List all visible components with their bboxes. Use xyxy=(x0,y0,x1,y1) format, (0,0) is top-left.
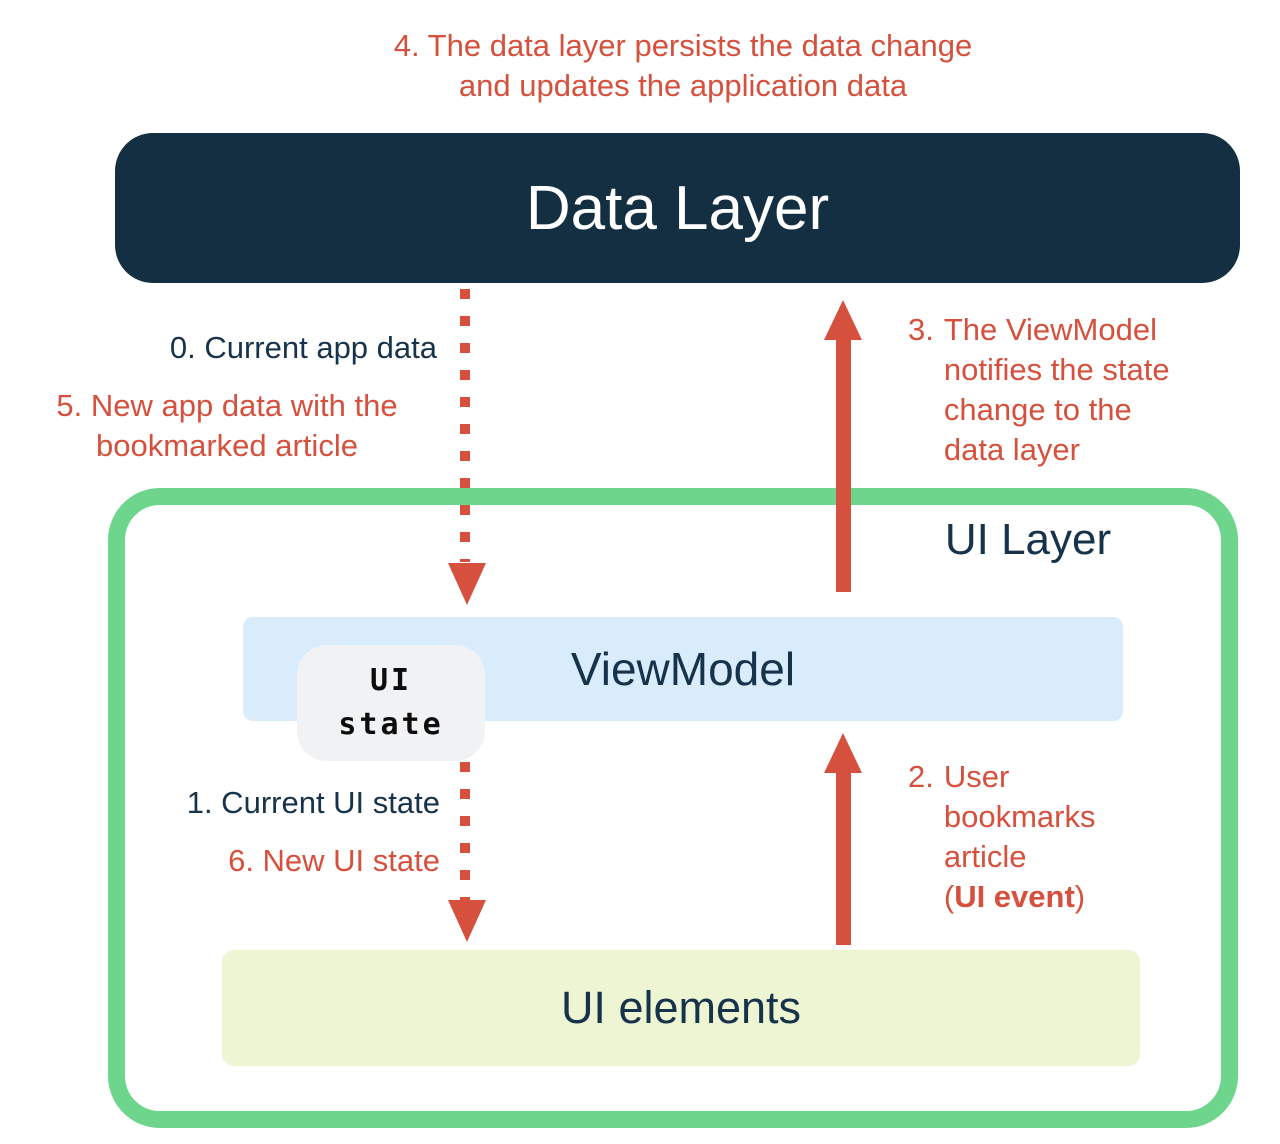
annotation-step3-line4: data layer xyxy=(943,432,1080,467)
arrow-up-head-bottom-icon xyxy=(824,733,862,773)
ui-elements-box: UI elements xyxy=(222,950,1140,1066)
annotation-step2-line1: User xyxy=(943,759,1010,794)
dotted-arrow-down-bottom xyxy=(460,762,470,902)
dotted-arrow-down-top xyxy=(460,289,470,562)
annotation-step1: 1. Current UI state xyxy=(186,785,440,820)
annotation-step0: 0. Current app data xyxy=(169,330,437,365)
annotation-step5-line2: bookmarked article xyxy=(96,428,358,463)
annotation-step4-line2: and updates the application data xyxy=(458,68,908,103)
annotation-step5: 5. New app data with the bookmarked arti… xyxy=(17,386,437,466)
annotation-step3-line3: change to the xyxy=(943,392,1132,427)
annotation-step5-line1: 5. New app data with the xyxy=(56,388,398,423)
annotation-step3: 3. The ViewModel notifies the state chan… xyxy=(908,310,1170,470)
annotation-step3-line2: notifies the state xyxy=(943,352,1170,387)
ui-state-line1: UI xyxy=(369,663,413,698)
ui-layer-label: UI Layer xyxy=(944,515,1112,564)
arrow-up-shaft-bottom xyxy=(836,771,851,945)
annotation-step2-line3: article xyxy=(943,839,1027,874)
viewmodel-box: ViewModel xyxy=(243,617,1123,721)
ui-state-chip: UI state xyxy=(297,645,485,761)
arrow-up-head-icon xyxy=(824,300,862,340)
annotation-step2: 2. User bookmarks article (UI event) xyxy=(908,757,1095,917)
annotation-step4-line1: 4. The data layer persists the data chan… xyxy=(393,28,973,63)
annotation-step2-line4: (UI event) xyxy=(943,879,1086,914)
annotation-step2-line2: bookmarks xyxy=(943,799,1096,834)
ui-event-bold: UI event xyxy=(954,879,1075,914)
annotation-step2-prefix: 2. xyxy=(908,759,934,794)
ui-elements-label: UI elements xyxy=(560,982,802,1033)
annotation-step6: 6. New UI state xyxy=(228,843,440,878)
arrow-down-head-icon xyxy=(448,563,486,605)
annotation-step4: 4. The data layer persists the data chan… xyxy=(283,26,1083,106)
annotation-step3-line1: The ViewModel xyxy=(943,312,1157,347)
viewmodel-label: ViewModel xyxy=(570,643,796,695)
ui-layer-box xyxy=(108,488,1238,1128)
data-layer-box: Data Layer xyxy=(115,133,1240,283)
arrow-down-head-bottom-icon xyxy=(448,900,486,942)
data-layer-label: Data Layer xyxy=(525,173,830,243)
arrow-up-shaft-top xyxy=(836,338,851,592)
annotation-step3-prefix: 3. xyxy=(908,312,934,347)
ui-state-line2: state xyxy=(338,707,444,742)
